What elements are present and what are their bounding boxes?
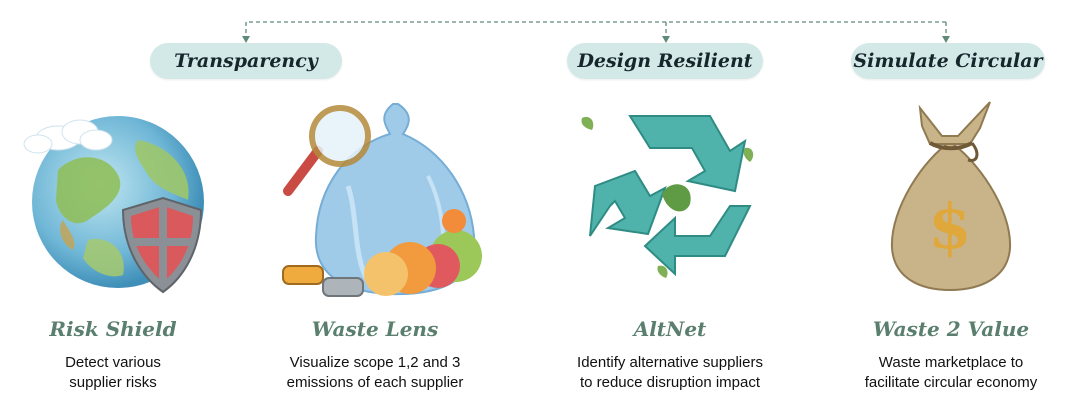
desc-line: facilitate circular economy [864, 374, 1038, 391]
money-bag-icon: $ [890, 101, 1012, 292]
category-label: Simulate Circular [853, 50, 1043, 72]
tool-desc-waste-lens: Visualize scope 1,2 and 3 emissions of e… [245, 353, 505, 393]
tool-desc-altnet: Identify alternative suppliers to reduce… [540, 353, 800, 393]
waste-bag-magnifier-icon [282, 103, 482, 297]
desc-line: Detect various [65, 354, 161, 371]
globe-shield-icon [23, 116, 204, 294]
tool-desc-waste-2-value: Waste marketplace to facilitate circular… [821, 353, 1081, 393]
category-label: Design Resilient [577, 50, 753, 72]
category-pill-design-resilient: Design Resilient [567, 43, 763, 79]
tool-title-waste-2-value: Waste 2 Value [872, 317, 1030, 341]
tool-desc-risk-shield: Detect various supplier risks [0, 353, 243, 393]
desc-line: supplier risks [69, 374, 157, 391]
desc-line: Visualize scope 1,2 and 3 [289, 354, 461, 371]
desc-line: to reduce disruption impact [579, 374, 761, 391]
recycle-icon [581, 115, 754, 278]
svg-text:$: $ [928, 190, 971, 263]
category-pill-transparency: Transparency [150, 43, 342, 79]
desc-line: emissions of each supplier [286, 374, 464, 391]
desc-line: Identify alternative suppliers [577, 354, 763, 371]
tool-title-risk-shield: Risk Shield [49, 317, 177, 341]
tool-title-altnet: AltNet [633, 317, 707, 341]
connector-lines [242, 21, 950, 43]
desc-line: Waste marketplace to [878, 354, 1024, 371]
category-pill-simulate-circular: Simulate Circular [851, 43, 1045, 79]
tool-title-waste-lens: Waste Lens [311, 317, 439, 341]
category-label: Transparency [174, 50, 318, 72]
